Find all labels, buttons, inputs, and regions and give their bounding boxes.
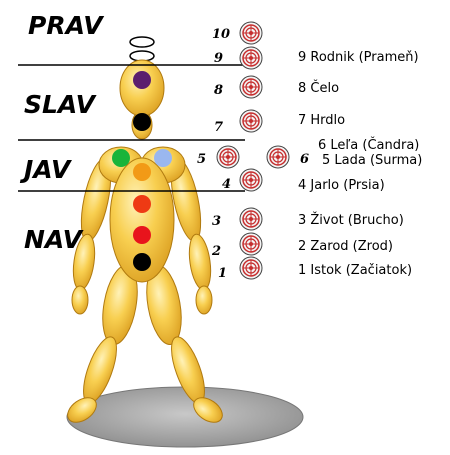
- chakra-dot-belly: [133, 195, 151, 213]
- chakra-label-3: 3 Život (Brucho): [298, 212, 404, 228]
- chakra-number: 9: [214, 51, 223, 66]
- chakra-symbol-icon: [239, 232, 263, 256]
- chakra-label-4: 4 Jarlo (Prsia): [298, 178, 385, 193]
- chakra-number: 5: [197, 152, 206, 167]
- realm-label-prav: PRAV: [28, 11, 104, 40]
- chakra-number: 8: [214, 83, 223, 98]
- realm-label-jav: JAV: [19, 155, 72, 184]
- chakra-label-2: 2 Zarod (Zrod): [298, 239, 393, 254]
- chakra-number: 10: [212, 27, 230, 42]
- chakra-number: 7: [214, 120, 223, 135]
- chakra-dot-sacral: [133, 226, 151, 244]
- chakra-label-1: 1 Istok (Začiatok): [298, 263, 412, 278]
- chakra-label-9: 9 Rodnik (Prameň): [298, 50, 419, 65]
- realm-label-slav: SLAV: [24, 90, 97, 119]
- chakra-symbol-icon: [239, 21, 263, 45]
- chakra-symbol-icon: [216, 145, 240, 169]
- chakra-symbols: [216, 21, 290, 280]
- chakra-number: 4: [222, 177, 231, 192]
- chakra-label-7: 7 Hrdlo: [298, 113, 345, 128]
- chakra-dot-root: [133, 253, 151, 271]
- chakra-symbol-icon: [239, 256, 263, 280]
- chakra-dot-crown: [133, 71, 151, 89]
- realm-label-nav: NAV: [24, 225, 84, 254]
- ground-shadow: [66, 386, 304, 448]
- chakra-dot-right-palm: [154, 149, 172, 167]
- chakra-symbol-icon: [239, 168, 263, 192]
- chakra-dot-throat: [133, 113, 151, 131]
- chakra-number: 3: [212, 214, 221, 229]
- chakra-number: 6: [300, 152, 309, 167]
- chakra-dot-heart: [133, 163, 151, 181]
- chakra-symbol-icon: [239, 75, 263, 99]
- chakra-number: 1: [218, 266, 227, 281]
- chakra-label-8: 8 Čelo: [298, 80, 339, 96]
- chakra-number: 2: [211, 244, 221, 259]
- chakra-dot-left-palm: [112, 149, 130, 167]
- halo-ring-upper: [129, 36, 155, 48]
- chakra-label-5: 5 Lada (Surma): [322, 153, 422, 168]
- chakra-label-6: 6 Leľa (Čandra): [318, 137, 419, 153]
- chakra-symbol-icon: [239, 207, 263, 231]
- chakra-symbol-icon: [239, 109, 263, 133]
- chakra-symbol-icon: [266, 145, 290, 169]
- chakra-symbol-icon: [239, 46, 263, 70]
